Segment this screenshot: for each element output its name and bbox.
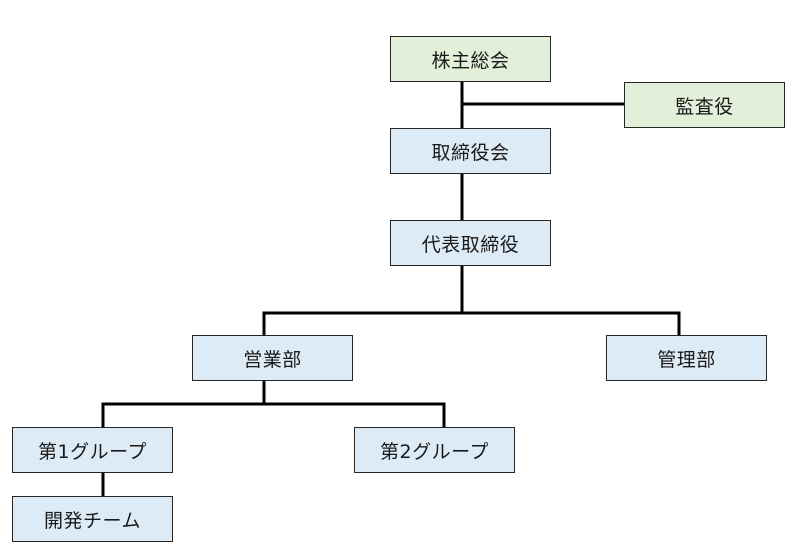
- node-representative-director: 代表取締役: [390, 220, 551, 266]
- node-board-of-directors: 取締役会: [390, 128, 551, 174]
- node-auditor: 監査役: [624, 82, 785, 128]
- node-sales-department: 営業部: [192, 335, 353, 381]
- node-group-1: 第1グループ: [12, 427, 173, 473]
- node-administration-department: 管理部: [606, 335, 767, 381]
- node-shareholders-meeting: 株主総会: [390, 36, 551, 82]
- node-group-2: 第2グループ: [354, 427, 515, 473]
- node-development-team: 開発チーム: [12, 496, 173, 542]
